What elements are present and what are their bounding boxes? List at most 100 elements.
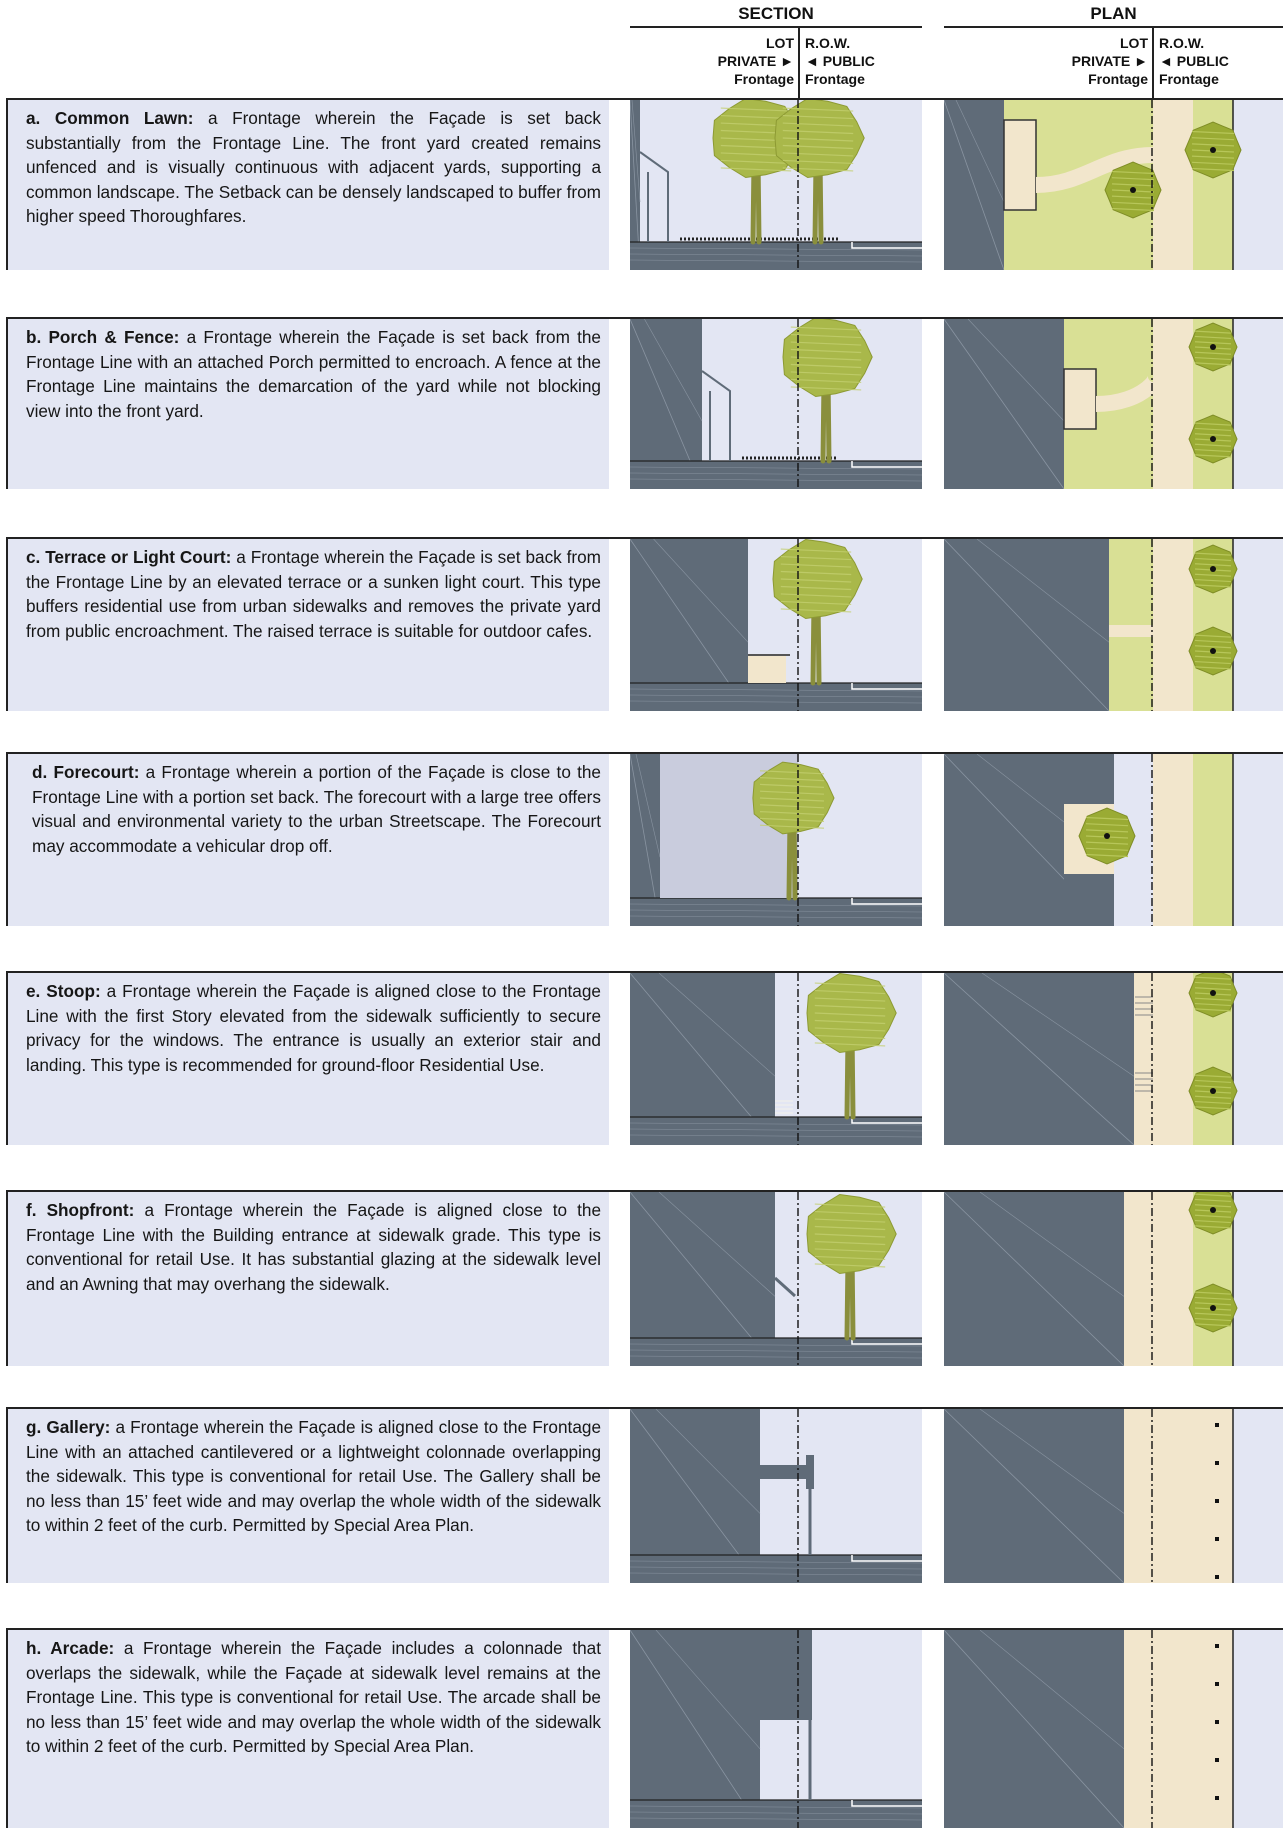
plan-planting-strip [1193,754,1233,926]
frontage-row-e: e. Stoop: a Frontage wherein the Façade … [0,971,1283,1145]
frontage-type-text: a Frontage wherein the Façade is set bac… [26,108,601,226]
plan-title-rule [944,26,1283,28]
section-frontage-divider [798,28,800,98]
plan-path [1035,147,1154,193]
section-ground [630,461,922,489]
plan-private-frontage-label: Frontage [1088,71,1148,87]
frontage-description: g. Gallery: a Frontage wherein the Façad… [6,1409,609,1583]
frontage-type-text: a Frontage wherein the Façade is set bac… [26,327,601,421]
section-title-rule [630,26,922,28]
plan-diagram [944,100,1283,270]
frontage-type-label: e. Stoop: [26,981,101,1001]
section-row-label: R.O.W. [805,35,851,51]
frontage-type-text: a Frontage wherein the Façade is aligned… [26,1417,602,1535]
frontage-row-d: d. Forecourt: a Frontage wherein a porti… [0,752,1283,926]
row-top-rule [6,1407,1283,1409]
frontage-description: h. Arcade: a Frontage wherein the Façade… [6,1630,609,1828]
frontage-description: c. Terrace or Light Court: a Frontage wh… [6,539,609,711]
section-ground [630,242,922,270]
frontage-type-label: c. Terrace or Light Court: [26,547,232,567]
plan-title: PLAN [1090,4,1137,23]
row-top-rule [6,752,1283,754]
plan-diagram [944,539,1283,711]
section-diagram [630,100,922,270]
plan-lot-label: LOT [1120,35,1148,51]
section-tree [752,761,835,901]
plan-public-sidewalk [1153,1409,1193,1583]
plan-column [1215,1682,1219,1686]
row-top-rule [6,98,1283,100]
plan-public-sidewalk [1153,754,1193,926]
plan-row-label: R.O.W. [1159,35,1205,51]
plan-public-sidewalk [1153,319,1193,489]
section-diagram [630,1630,922,1828]
frontage-description: e. Stoop: a Frontage wherein the Façade … [6,973,609,1145]
plan-diagram [944,973,1283,1145]
section-diagram [630,319,922,489]
plan-porch [1063,368,1097,430]
frontage-row-a: a. Common Lawn: a Frontage wherein the F… [0,98,1283,270]
plan-tree [1188,414,1238,464]
plan-private-label: PRIVATE ► [1071,53,1148,69]
row-top-rule [6,971,1283,973]
section-private-frontage-label: Frontage [734,71,794,87]
frontage-description: f. Shopfront: a Frontage wherein the Faç… [6,1192,609,1366]
section-porch [639,151,669,242]
plan-column [1215,1461,1219,1465]
plan-tree [1184,121,1242,179]
section-diagram [630,1409,922,1583]
section-private-label: PRIVATE ► [717,53,794,69]
plan-public-sidewalk [1153,539,1193,711]
plan-public-sidewalk [1153,1630,1193,1828]
section-tree [772,539,863,686]
plan-tree [1188,1192,1238,1235]
frontage-type-label: a. Common Lawn: [26,108,194,128]
frontage-description: d. Forecourt: a Frontage wherein a porti… [6,754,609,926]
plan-diagram [944,1192,1283,1366]
plan-tree [1188,1283,1238,1333]
plan-column [1215,1796,1219,1800]
plan-column [1215,1720,1219,1724]
section-diagram [630,1192,922,1366]
frontage-type-label: b. Porch & Fence: [26,327,180,347]
frontage-row-g: g. Gallery: a Frontage wherein the Façad… [0,1407,1283,1583]
plan-diagram [944,1409,1283,1583]
section-ground [630,898,922,926]
frontage-type-label: d. Forecourt: [32,762,140,782]
frontage-type-text: a Frontage wherein the Façade is set bac… [26,547,602,641]
section-ground [630,1800,922,1828]
plan-public-label: ◄ PUBLIC [1159,53,1229,69]
section-diagram [630,973,922,1145]
frontage-type-text: a Frontage wherein the Façade includes a… [26,1638,601,1756]
plan-planting-strip [1193,1630,1233,1828]
plan-column [1215,1575,1219,1579]
section-public-frontage-label: Frontage [805,71,865,87]
row-top-rule [6,1190,1283,1192]
plan-column [1215,1537,1219,1541]
frontage-row-h: h. Arcade: a Frontage wherein the Façade… [0,1628,1283,1828]
frontage-description: b. Porch & Fence: a Frontage wherein the… [6,319,609,489]
plan-porch [1003,119,1037,211]
row-top-rule [6,1628,1283,1630]
section-terrace [748,655,786,683]
frontage-row-f: f. Shopfront: a Frontage wherein the Faç… [0,1190,1283,1366]
plan-frontage-divider [1152,28,1154,98]
plan-diagram [944,1630,1283,1828]
row-top-rule [6,317,1283,319]
plan-tree [1188,973,1238,1018]
section-arcade-upper [760,1630,812,1720]
plan-public-sidewalk [1153,973,1193,1145]
plan-planting-strip [1193,1409,1233,1583]
section-tree [806,1193,897,1341]
plan-diagram [944,319,1283,489]
section-public-label: ◄ PUBLIC [805,53,875,69]
section-diagram [630,539,922,711]
frontage-row-b: b. Porch & Fence: a Frontage wherein the… [0,317,1283,489]
frontage-type-text: a Frontage wherein a portion of the Faça… [32,762,601,856]
row-top-rule [6,537,1283,539]
frontage-row-c: c. Terrace or Light Court: a Frontage wh… [0,537,1283,711]
frontage-type-label: h. Arcade: [26,1638,115,1658]
plan-tree [1188,544,1238,594]
section-ground [630,1338,922,1366]
section-tree [782,319,873,464]
